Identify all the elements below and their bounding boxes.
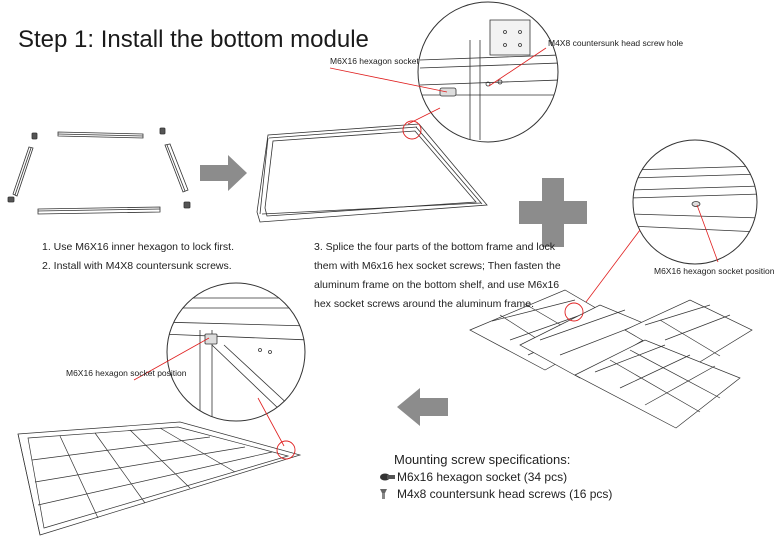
instruction-step-3-line-1: 3. Splice the four parts of the bottom f…	[314, 241, 556, 253]
magnifier-top	[417, 1, 559, 143]
callout-line-right	[696, 204, 719, 263]
shelf-corner-highlight	[276, 440, 296, 460]
countersunk-screw-icon	[380, 489, 387, 499]
plus-icon	[519, 178, 587, 247]
instruction-step-3-line-4: hex socket screws around the aluminum fr…	[314, 298, 535, 310]
callout-line-top	[407, 107, 441, 125]
spec-item-countersunk: M4x8 countersunk head screws (16 pcs)	[397, 487, 613, 501]
callout-line-bottom-left	[133, 337, 210, 381]
callout-m6x16-position-left: M6X16 hexagon socket position	[66, 368, 187, 378]
instructions-left: 1. Use M6X16 inner hexagon to lock first…	[42, 238, 234, 276]
magnifier-right	[632, 139, 758, 265]
assembled-frame	[256, 123, 488, 223]
magnifier-bottom-left	[166, 282, 306, 422]
exploded-frame-parts	[7, 127, 191, 215]
page-title: Step 1: Install the bottom module	[18, 26, 369, 53]
instruction-step-2: 2. Install with M4X8 countersunk screws.	[42, 260, 232, 272]
specs-heading: Mounting screw specifications:	[394, 452, 571, 467]
arrow-left-icon	[397, 388, 448, 426]
hex-socket-screw-icon	[380, 473, 395, 481]
frame-corner-highlight	[402, 120, 422, 140]
panel-highlight	[564, 302, 584, 322]
spec-item-hex-socket: M6x16 hexagon socket (34 pcs)	[397, 470, 568, 484]
callout-m6x16-position-right: M6X16 hexagon socket position	[654, 266, 775, 276]
arrow-right-icon	[200, 155, 247, 191]
instruction-step-3-line-2: them with M6x16 hex socket screws; Then …	[314, 260, 561, 272]
instruction-step-3-line-3: aluminum frame on the bottom shelf, and …	[314, 279, 560, 291]
callout-m4x8-screw-hole: M4X8 countersunk head screw hole	[548, 38, 684, 48]
callout-line-right-zoom	[579, 229, 641, 311]
callout-m6x16-hexagon-socket: M6X16 hexagon socket	[330, 56, 419, 66]
shelf-panels	[469, 289, 753, 429]
callout-line-top-left	[329, 67, 448, 93]
callout-line-bottom-left-zoom	[257, 397, 285, 447]
callout-line-top-right	[488, 47, 547, 87]
instructions-right: 3. Splice the four parts of the bottom f…	[314, 238, 561, 314]
assembled-bottom-shelf	[17, 421, 302, 536]
instruction-step-1: 1. Use M6X16 inner hexagon to lock first…	[42, 241, 235, 253]
